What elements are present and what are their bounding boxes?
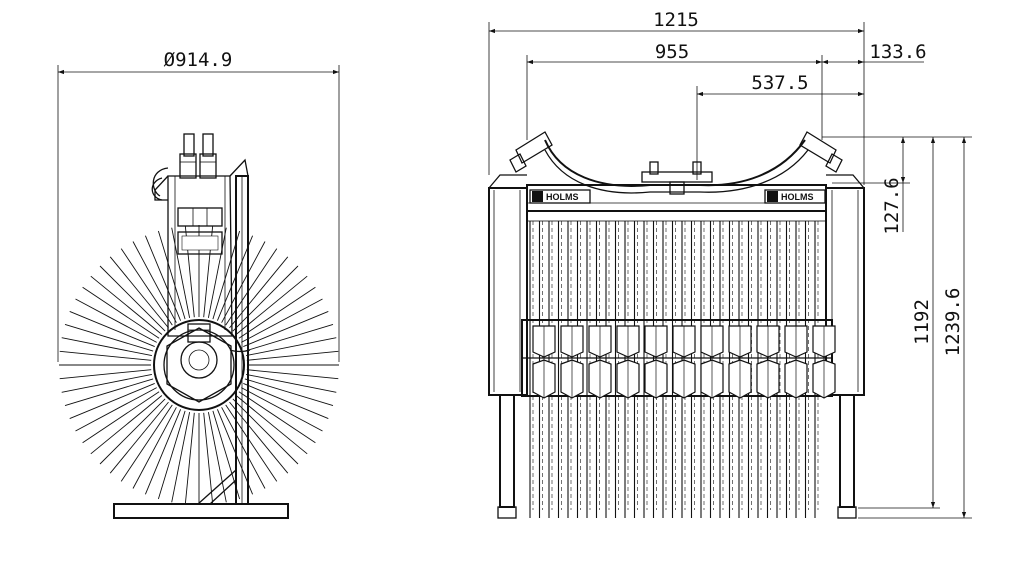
tine (241, 298, 323, 343)
cassette (812, 325, 836, 399)
tine (232, 398, 299, 465)
half-width-label: 537.5 (751, 72, 808, 94)
tine (157, 230, 186, 320)
inner-width-label: 955 (655, 41, 689, 63)
tine (132, 407, 177, 489)
cassette (532, 325, 556, 399)
cassette (756, 325, 780, 399)
tine (61, 373, 152, 393)
half-width-dimension: 537.5 (696, 72, 864, 180)
tine (244, 323, 334, 352)
logo-right: HOLMS (764, 189, 826, 204)
total-height-label: 1239.6 (942, 288, 964, 357)
tine (243, 310, 329, 348)
tine (75, 387, 157, 432)
total-width-label: 1215 (653, 9, 699, 31)
tine (109, 256, 169, 329)
tine (90, 395, 163, 455)
tine (120, 248, 173, 326)
tine (61, 337, 152, 357)
cassette (728, 325, 752, 399)
tine (246, 373, 337, 393)
top-height-label: 127.6 (881, 177, 903, 234)
tine (246, 369, 339, 380)
logo-left: HOLMS (529, 189, 591, 204)
tine (64, 378, 154, 407)
diameter-label: Ø914.9 (164, 49, 233, 71)
tine (207, 227, 227, 318)
cassette (784, 325, 808, 399)
front-view: 1215 955 133.6 537.5 (488, 9, 972, 519)
tine (184, 412, 195, 505)
tine (203, 412, 214, 505)
side-arm (151, 133, 249, 337)
width-dimension-total: 1215 (488, 9, 865, 185)
width-dimension-inner: 955 (526, 41, 822, 140)
tine (246, 337, 337, 357)
offset-dimension: 133.6 (821, 41, 927, 140)
tine (82, 286, 160, 339)
tine (246, 350, 339, 361)
tine (75, 298, 157, 343)
tine (243, 382, 329, 420)
tine (238, 286, 316, 339)
tine (69, 310, 155, 348)
tine (229, 256, 289, 329)
tine (64, 323, 154, 352)
tine (82, 391, 160, 444)
frame-height-label: 1192 (911, 299, 933, 345)
tine (207, 412, 227, 503)
cassette (588, 325, 612, 399)
tine (157, 410, 186, 500)
tine (59, 369, 152, 380)
tine (69, 382, 155, 420)
tine (225, 404, 278, 482)
side-view: Ø914.9 (57, 49, 340, 519)
tine (99, 398, 166, 465)
hydraulic-hoses (509, 131, 843, 195)
tine (171, 412, 191, 503)
tine (109, 401, 169, 474)
tine (90, 275, 163, 335)
cassette (700, 325, 724, 399)
center-drum (521, 319, 833, 397)
diameter-dimension: Ø914.9 (57, 49, 340, 362)
side-post (113, 175, 289, 519)
cassette (560, 325, 584, 399)
cassette (644, 325, 668, 399)
tine (232, 265, 299, 332)
tine (99, 265, 166, 332)
logo-right-text: HOLMS (781, 192, 814, 202)
height-dimensions: 127.6 1192 1239.6 (822, 136, 972, 519)
tine (132, 241, 177, 323)
tine (120, 404, 173, 482)
cassette (672, 325, 696, 399)
tine (225, 248, 278, 326)
tine (144, 409, 182, 495)
tine (229, 401, 289, 474)
tine (221, 407, 266, 489)
brush-cassettes (532, 325, 836, 399)
tine (238, 391, 316, 444)
logo-left-text: HOLMS (546, 192, 579, 202)
tine (221, 241, 266, 323)
tine (244, 378, 334, 407)
brush-tines (59, 225, 339, 505)
hub (153, 319, 245, 411)
cassette (616, 325, 640, 399)
tine (59, 350, 152, 361)
side-offset-label: 133.6 (869, 41, 926, 63)
tine (241, 387, 323, 432)
